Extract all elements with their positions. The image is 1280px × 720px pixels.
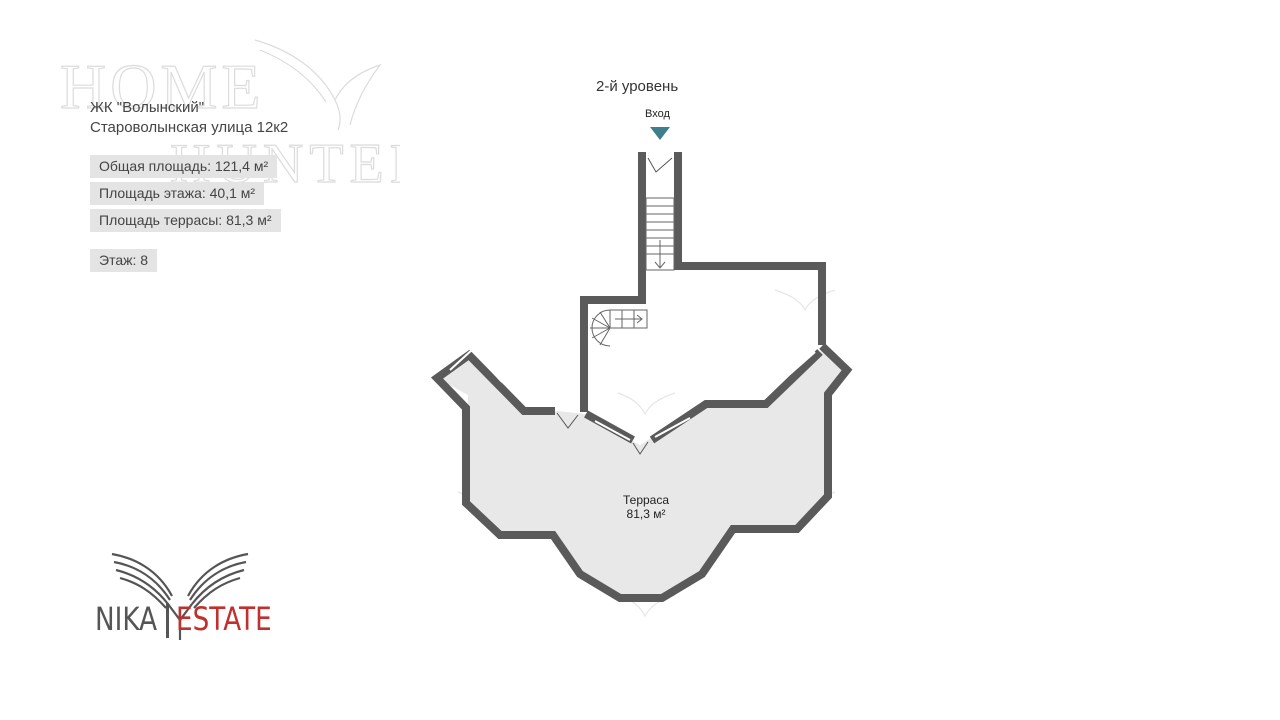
entrance-label: Вход <box>645 108 670 120</box>
complex-name: ЖК "Волынский" <box>90 99 205 116</box>
inner-wall-left <box>584 410 635 444</box>
windows <box>449 347 816 441</box>
property-info: ЖК "Волынский" Староволынская улица 12к2 <box>90 98 288 138</box>
logo-word-nika: NIKA <box>95 600 158 638</box>
floor-area-badge: Площадь этажа: 40,1 м² <box>90 182 265 205</box>
walls <box>430 152 853 602</box>
level-title: 2-й уровень <box>596 78 679 95</box>
corridor-wall-right <box>674 152 826 345</box>
home-hunter-watermark: HOME HUNTER <box>59 39 400 196</box>
terrace-label: Терраса 81,3 м² <box>606 493 686 521</box>
complex-address: Староволынская улица 12к2 <box>90 119 289 136</box>
watermark-home: HOME <box>60 51 264 122</box>
total-area-badge: Общая площадь: 121,4 м² <box>90 155 278 178</box>
terrace-wall-left <box>430 343 853 602</box>
entrance-arrow-icon <box>650 127 670 140</box>
terrace-area-value: 81,3 м² <box>626 507 666 521</box>
logo-word-estate: ESTATE <box>176 600 272 638</box>
nika-estate-logo-icon <box>111 552 249 640</box>
logo-divider <box>166 603 169 638</box>
eagle-watermark-icon <box>254 39 382 131</box>
corridor-wall-left <box>580 152 646 412</box>
stairs-straight <box>645 197 675 271</box>
stairs-spiral <box>590 309 648 347</box>
terrace-name: Терраса <box>622 493 670 507</box>
terrace-area-badge: Площадь террасы: 81,3 м² <box>90 209 281 232</box>
inner-wall-right <box>649 349 823 444</box>
doors <box>556 157 673 455</box>
floor-number-badge: Этаж: 8 <box>90 249 158 272</box>
